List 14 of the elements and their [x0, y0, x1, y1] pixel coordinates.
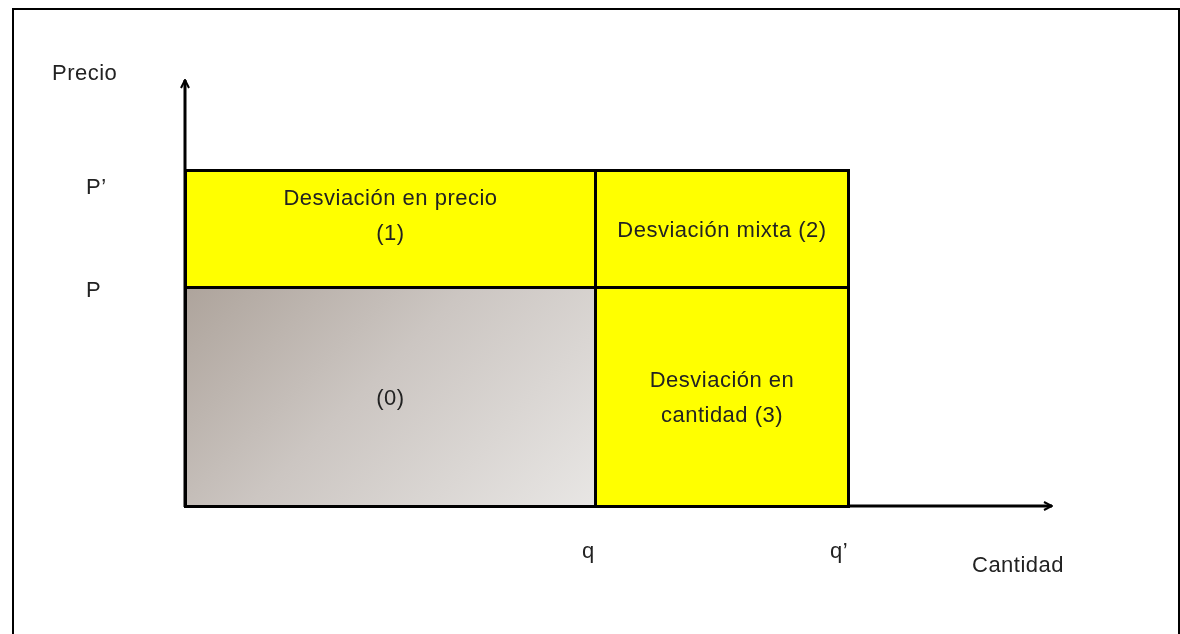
- tick-label: q’: [830, 537, 849, 565]
- axis-title: Precio: [52, 59, 118, 87]
- box-label: Desviación mixta (2): [617, 215, 827, 244]
- base-area-box: [184, 286, 597, 508]
- deviation-box: [184, 169, 597, 289]
- tick-label: P’: [86, 173, 107, 201]
- box-label: (0): [376, 383, 405, 412]
- deviation-box: [594, 169, 850, 289]
- box-label: Desviación en cantidad (3): [648, 366, 796, 429]
- tick-label: q: [582, 537, 595, 565]
- axis-title: Cantidad: [972, 551, 1065, 579]
- deviation-box: [594, 286, 850, 508]
- tick-label: P: [86, 276, 102, 304]
- box-label: Desviación en precio (1): [282, 184, 499, 247]
